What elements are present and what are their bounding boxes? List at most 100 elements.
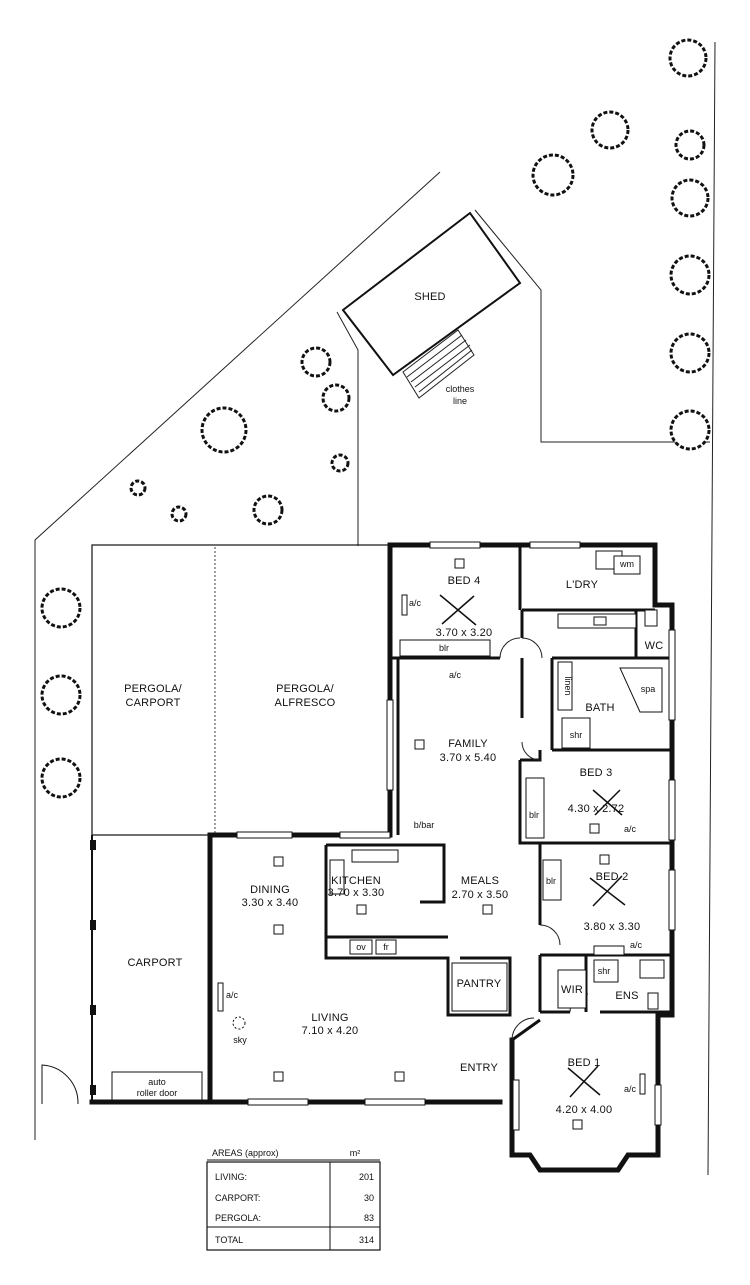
areas-table: AREAS (approx) m² LIVING: 201 CARPORT: 3… — [206, 1148, 381, 1251]
bed1-name: BED 1 — [568, 1057, 601, 1069]
bed2-size: 3.80 x 3.30 — [584, 921, 641, 933]
pergola-alfresco-label-2: ALFRESCO — [275, 697, 336, 709]
dining-size: 3.30 x 3.40 — [242, 897, 299, 909]
tree-icon — [321, 383, 351, 413]
fan-icon — [592, 789, 623, 816]
fan-icon — [589, 875, 626, 907]
bed2-name: BED 2 — [596, 871, 629, 883]
bed1-size: 4.20 x 4.00 — [556, 1104, 613, 1116]
dining-name: DINING — [250, 884, 290, 896]
area-row-label: CARPORT: — [215, 1193, 260, 1203]
area-total-value: 314 — [359, 1235, 374, 1245]
blr-label: blr — [546, 876, 556, 886]
spa-label: spa — [641, 684, 656, 694]
tree-icon — [668, 38, 708, 78]
fan-icon — [567, 1065, 601, 1098]
tree-icon — [669, 254, 711, 296]
ac-label: a/c — [624, 824, 637, 834]
windows — [236, 541, 676, 1131]
ceiling-lights — [273, 558, 610, 1130]
family-name: FAMILY — [448, 738, 488, 750]
trees — [40, 38, 711, 799]
tree-icon — [252, 494, 284, 526]
clothes-line-label-1: clothes — [446, 384, 475, 394]
ensuite-label: ENS — [615, 990, 638, 1002]
tree-icon — [40, 674, 82, 716]
laundry-label: L'DRY — [566, 579, 599, 591]
blr-label: blr — [439, 643, 449, 653]
light-icon — [273, 924, 284, 935]
wir-label: WIR — [561, 984, 583, 996]
light-icon — [599, 854, 610, 865]
living-size: 7.10 x 4.20 — [302, 1025, 359, 1037]
shed: SHED clothes line — [341, 211, 522, 406]
bed3-size: 4.30 x 2.72 — [568, 803, 625, 815]
tree-icon — [669, 332, 711, 374]
tree-icon — [129, 479, 147, 497]
fan-icon — [439, 594, 477, 626]
fixtures — [217, 550, 665, 1095]
pergola-alfresco-label-1: PERGOLA/ — [276, 683, 335, 695]
carport-label: CARPORT — [128, 957, 183, 969]
light-icon — [414, 739, 425, 750]
tree-icon — [669, 409, 711, 451]
ensuite-shower-label: shr — [598, 966, 611, 976]
bed4-name: BED 4 — [448, 575, 481, 587]
wm-label: wm — [619, 559, 634, 569]
light-icon — [589, 823, 600, 834]
room-labels: BED 4 3.70 x 3.20 L'DRY wm WC spa BATH l… — [124, 559, 663, 1116]
kitchen-name: KITCHEN — [331, 875, 381, 887]
ac-label: a/c — [409, 598, 422, 608]
tree-icon — [590, 110, 630, 150]
blr-label: blr — [529, 810, 539, 820]
pantry-label: PANTRY — [457, 978, 502, 990]
entry-label: ENTRY — [460, 1062, 499, 1074]
site-boundary — [34, 41, 716, 1176]
fridge-label: fr — [383, 942, 389, 952]
roller-door-label-2: roller door — [137, 1088, 178, 1098]
clothes-line-label-2: line — [453, 396, 467, 406]
ceiling-fans — [439, 594, 626, 1098]
area-row-label: LIVING: — [215, 1172, 247, 1182]
tree-icon — [531, 153, 575, 197]
light-icon — [394, 1071, 405, 1082]
tree-icon — [40, 757, 82, 799]
light-icon — [273, 856, 284, 867]
doors — [499, 637, 589, 1041]
tree-icon — [330, 453, 350, 473]
bbar-label: b/bar — [414, 820, 435, 830]
tree-icon — [200, 406, 248, 454]
oven-label: ov — [356, 942, 366, 952]
family-size: 3.70 x 5.40 — [440, 752, 497, 764]
skylight-icon — [232, 1016, 246, 1030]
meals-name: MEALS — [461, 875, 499, 887]
light-icon — [273, 1071, 284, 1082]
area-row-value: 201 — [359, 1172, 374, 1182]
ac-label: a/c — [624, 1084, 637, 1094]
light-icon — [356, 904, 367, 915]
areas-title: AREAS (approx) — [212, 1148, 279, 1158]
pergola-outline — [41, 544, 391, 1105]
areas-unit: m² — [350, 1148, 361, 1158]
kitchen-size: 3.70 x 3.30 — [328, 887, 385, 899]
skylight-label: sky — [233, 1035, 247, 1045]
ac-label: a/c — [226, 990, 239, 1000]
light-icon — [454, 558, 465, 569]
tree-icon — [170, 505, 188, 523]
area-row-label: PERGOLA: — [215, 1213, 261, 1223]
bed3-name: BED 3 — [580, 767, 613, 779]
light-icon — [572, 1119, 583, 1130]
fixture-labels: a/c blr a/c blr a/c b/bar blr a/c ov fr … — [226, 598, 643, 1094]
pergola-carport-label-2: CARPORT — [126, 697, 181, 709]
living-name: LIVING — [311, 1012, 348, 1024]
bath-label: BATH — [585, 702, 614, 714]
bed4-size: 3.70 x 3.20 — [436, 627, 493, 639]
meals-size: 2.70 x 3.50 — [452, 889, 509, 901]
shed-label: SHED — [414, 291, 445, 303]
light-icon — [482, 904, 493, 915]
linen-label: linen — [563, 676, 573, 695]
ac-label: a/c — [449, 670, 462, 680]
bath-shower-label: shr — [570, 730, 583, 740]
